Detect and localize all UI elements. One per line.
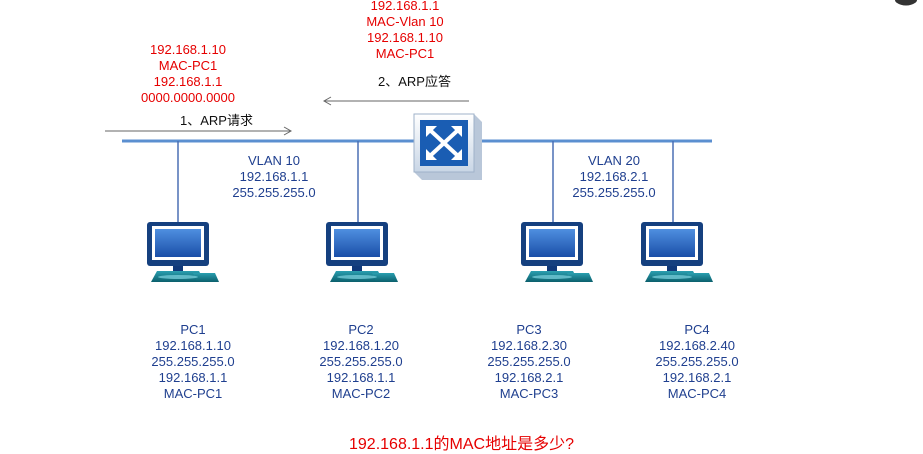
vlan10-info: VLAN 10 192.168.1.1 255.255.255.0	[219, 153, 329, 201]
vlan10-mask: 255.255.255.0	[232, 185, 316, 200]
pc1-ip: 192.168.1.10	[155, 338, 231, 353]
pc1-info: PC1 192.168.1.10 255.255.255.0 192.168.1…	[138, 322, 248, 402]
pc4-mask: 255.255.255.0	[655, 354, 739, 369]
pc3-ip: 192.168.2.30	[491, 338, 567, 353]
arp-request-frame-info: 192.168.1.10 MAC-PC1 192.168.1.1 0000.00…	[128, 42, 248, 106]
pc3-icon	[521, 222, 593, 282]
pc4-info: PC4 192.168.2.40 255.255.255.0 192.168.2…	[642, 322, 752, 402]
reply-sender-ip: 192.168.1.1	[370, 0, 440, 13]
pc4-ip: 192.168.2.40	[659, 338, 735, 353]
pc4-icon	[641, 222, 713, 282]
arp-request-arrow	[105, 126, 293, 136]
pc3-gateway: 192.168.2.1	[494, 370, 564, 385]
vlan20-info: VLAN 20 192.168.2.1 255.255.255.0	[559, 153, 669, 201]
pc2-mask: 255.255.255.0	[319, 354, 403, 369]
pc3-name: PC3	[516, 322, 542, 337]
pc2-icon	[326, 222, 398, 282]
pc3-mac: MAC-PC3	[499, 386, 559, 401]
vlan10-name: VLAN 10	[247, 153, 301, 168]
vlan20-mask: 255.255.255.0	[572, 185, 656, 200]
pc1-gateway: 192.168.1.1	[158, 370, 228, 385]
request-target-mac: 0000.0000.0000	[141, 90, 235, 105]
pc2-gateway: 192.168.1.1	[326, 370, 396, 385]
vlan20-gateway: 192.168.2.1	[579, 169, 649, 184]
arp-reply-frame-info: 192.168.1.1 MAC-Vlan 10 192.168.1.10 MAC…	[350, 0, 460, 62]
pc2-mac: MAC-PC2	[331, 386, 391, 401]
pc4-mac: MAC-PC4	[667, 386, 727, 401]
corner-decoration	[895, 0, 917, 6]
pc3-mask: 255.255.255.0	[487, 354, 571, 369]
pc1-name: PC1	[180, 322, 206, 337]
reply-target-ip: 192.168.1.10	[367, 30, 443, 45]
question-text: 192.168.1.1的MAC地址是多少?	[349, 436, 574, 453]
pc3-info: PC3 192.168.2.30 255.255.255.0 192.168.2…	[474, 322, 584, 402]
pc2-ip: 192.168.1.20	[323, 338, 399, 353]
pc4-name: PC4	[684, 322, 710, 337]
reply-sender-mac: MAC-Vlan 10	[366, 14, 444, 29]
switch-icon	[413, 113, 482, 180]
pc4-gateway: 192.168.2.1	[662, 370, 732, 385]
arp-request-label: 1、ARP请求	[180, 113, 253, 128]
pc1-mask: 255.255.255.0	[151, 354, 235, 369]
arp-reply-label: 2、ARP应答	[378, 74, 451, 89]
pc2-name: PC2	[348, 322, 374, 337]
arp-reply-arrow	[322, 96, 469, 106]
pc2-info: PC2 192.168.1.20 255.255.255.0 192.168.1…	[306, 322, 416, 402]
request-sender-ip: 192.168.1.10	[150, 42, 226, 57]
request-sender-mac: MAC-PC1	[158, 58, 218, 73]
pc1-icon	[147, 222, 219, 282]
vlan10-gateway: 192.168.1.1	[239, 169, 309, 184]
vlan20-name: VLAN 20	[587, 153, 641, 168]
request-target-ip: 192.168.1.1	[153, 74, 223, 89]
pc1-mac: MAC-PC1	[163, 386, 223, 401]
reply-target-mac: MAC-PC1	[375, 46, 435, 61]
